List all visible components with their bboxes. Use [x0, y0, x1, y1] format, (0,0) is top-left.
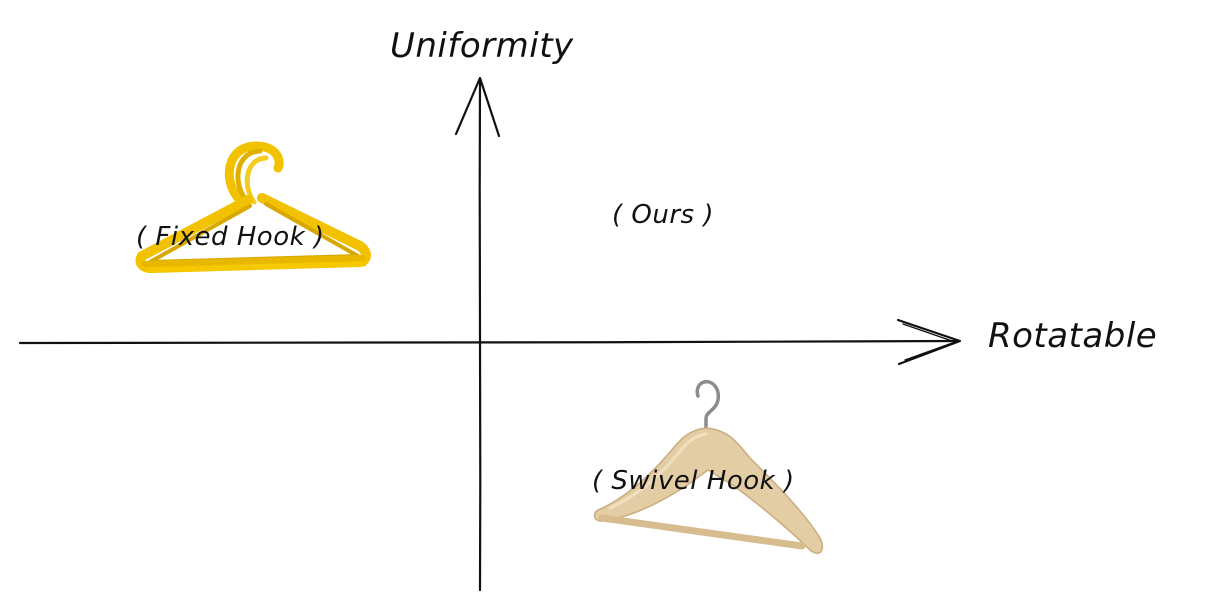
x-axis-arrowhead — [896, 318, 962, 366]
fixed-hook-label: ( Fixed Hook ) — [136, 222, 325, 252]
x-axis-title: Rotatable — [988, 316, 1158, 356]
x-axis-line — [18, 339, 960, 345]
y-axis-arrowhead — [454, 76, 501, 138]
yellow-hanger-image — [135, 141, 371, 273]
wooden-hanger-image — [593, 379, 824, 554]
swivel-hook-label: ( Swivel Hook ) — [592, 466, 795, 496]
x-axis-arrowhead-stroke2 — [902, 323, 958, 361]
y-axis-title: Uniformity — [390, 26, 574, 66]
y-axis-line — [478, 78, 482, 592]
ours-label: ( Ours ) — [612, 200, 714, 230]
